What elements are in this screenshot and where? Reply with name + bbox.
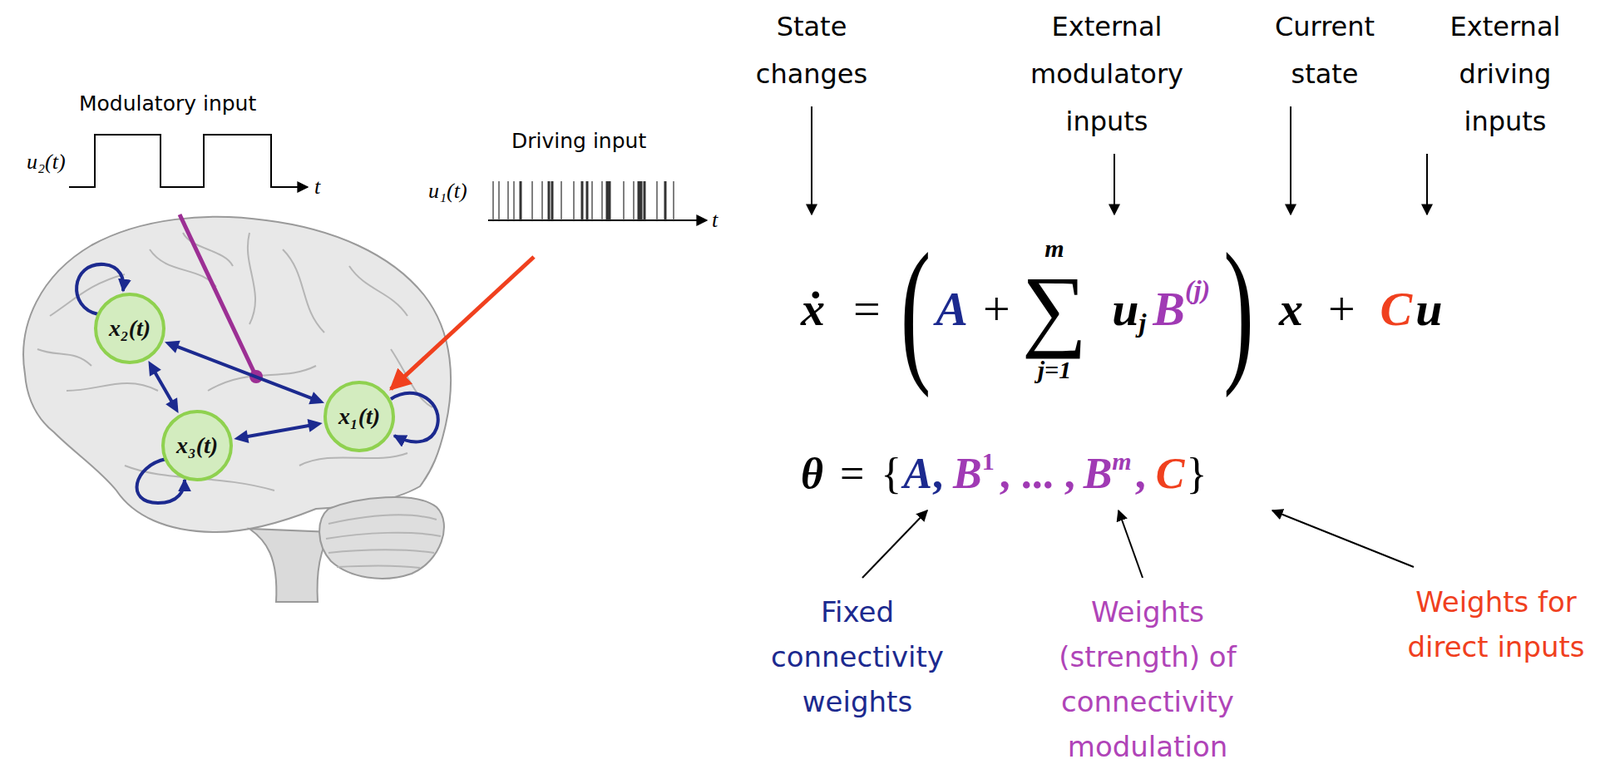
region-label: x₂(t) [108,316,151,342]
connector-line [245,424,312,437]
equation-bracket: ) [1223,229,1255,391]
spike-train [493,181,674,221]
equation-separator: , [1135,449,1146,499]
equation-symbol: u [1111,281,1139,338]
connector-line [175,345,314,400]
equation-superscript: 1 [982,447,995,477]
equation-symbol: B [1152,281,1186,338]
connector [148,360,178,414]
sum-symbol: ∑ [1022,261,1087,358]
equation-symbol: A [903,449,933,499]
self-loop [390,393,439,443]
signal-name: u₂(t) [26,149,66,175]
driving-arrow [390,256,534,390]
equation-symbol: u [1415,281,1442,338]
equation-line: ẋ=(A+m∑j=1ujB(j))x+Cu [800,217,1443,401]
arrowhead [233,429,249,444]
leader-arrow [1426,153,1428,215]
signal-name: u₁(t) [428,178,468,204]
term-annotation: State changes [740,3,883,99]
equation-line: θ={A,B1, ... ,Bm,C} [800,449,1207,499]
gyri [37,232,433,491]
leader-arrow [862,510,928,578]
cerebellum [319,497,445,579]
leader-arrow [1272,510,1414,568]
leader-arrow [1289,106,1292,215]
equation-symbol: B [953,449,983,499]
equation-operator: + [1328,281,1356,338]
parameter-annotation: Weights for direct inputs [1400,579,1592,670]
equation-bracket: } [1185,449,1207,499]
cerebrum-outline [23,217,451,533]
equation-operator: = [839,449,865,499]
connector-line [153,370,173,404]
equation-superscript: (j) [1185,274,1210,306]
leader-arrow [1113,153,1116,215]
equation-symbol: A [935,281,968,338]
equation-separator: , [932,449,944,499]
axis-label: t [711,207,718,233]
arrowhead [165,397,178,414]
equation-separator: , ... , [999,449,1076,499]
modulatory-signal [69,134,308,188]
equation-symbol: θ [800,449,824,499]
spike-train [520,181,666,221]
equation-symbol: C [1155,449,1186,499]
sum-limit: m [1044,236,1064,262]
sum-limit: j=1 [1037,357,1072,383]
signal-title: Modulatory input [79,91,257,117]
arrowhead [308,391,325,405]
cerebellum-folds [325,515,441,568]
equation-symbol: x [1279,281,1304,338]
region-node: x₁(t) [323,380,396,453]
region-label: x₃(t) [176,433,218,460]
arrowhead [307,419,323,433]
signal-title: Driving input [511,128,647,154]
term-annotation: External driving inputs [1430,3,1581,146]
parameter-annotation: Weights (strength) of connectivity modul… [1043,589,1252,770]
region-label: x₁(t) [338,404,381,430]
arrowhead [148,360,161,377]
term-annotation: Current state [1258,3,1392,99]
equation-bracket: ( [900,229,932,391]
equation-superscript: m [1111,447,1131,477]
axis-label: t [314,174,321,200]
equation-subscript: j [1138,307,1146,339]
parameter-annotation: Fixed connectivity weights [753,589,962,725]
region-node: x₂(t) [93,292,166,365]
arrowhead [164,340,181,354]
equation-symbol: ẋ [800,281,825,338]
equation-bracket: { [880,449,902,499]
equation-operator: = [853,281,881,338]
leader-arrow [810,106,813,215]
brainstem [249,528,331,603]
term-annotation: External modulatory inputs [1023,3,1191,146]
connector [233,419,322,444]
region-node: x₃(t) [161,409,233,482]
equation-operator: + [982,281,1011,338]
sum-group: m∑j=1 [1022,236,1087,383]
equation-symbol: C [1380,281,1413,338]
connector [164,340,325,405]
equation-symbol: B [1083,449,1113,499]
leader-arrow [1118,510,1143,578]
